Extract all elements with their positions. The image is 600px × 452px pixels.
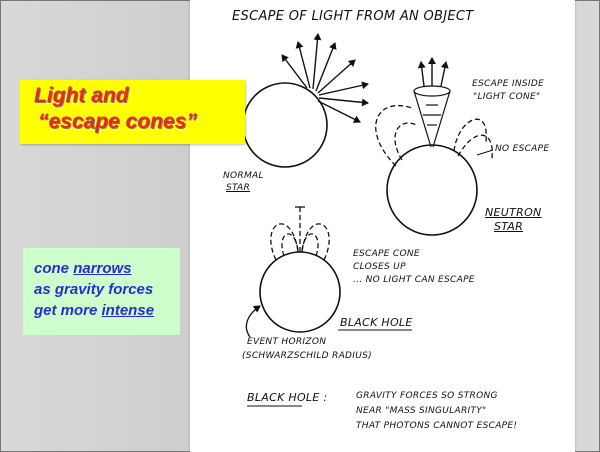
bh-summary-line-2: NEAR "MASS SINGULARITY" [356, 407, 487, 416]
note-line-2: as gravity forces [34, 281, 153, 298]
escape-cone-label-2: CLOSES UP [353, 263, 406, 272]
normal-star-rays [282, 34, 368, 122]
normal-star-label-1: NORMAL [223, 172, 264, 181]
normal-star-circle [243, 83, 327, 167]
no-escape-pointer [477, 150, 493, 155]
bh-summary-line-1: GRAVITY FORCES SO STRONG [356, 392, 498, 401]
note-line-1-pre: cone [34, 260, 73, 277]
title-line-2: “escape cones” [38, 110, 197, 134]
note-line-1: cone narrows [34, 260, 132, 277]
event-horizon-label-1: EVENT HORIZON [247, 338, 326, 347]
sketch-title: ESCAPE OF LIGHT FROM AN OBJECT [232, 10, 474, 24]
escape-cone-label-1: ESCAPE CONE [353, 250, 420, 259]
note-line-3-pre: get more [34, 302, 102, 319]
black-hole-circle [260, 252, 340, 332]
escape-cone-label-3: ... NO LIGHT CAN ESCAPE [353, 276, 475, 285]
neutron-star-rays [421, 58, 446, 86]
sketch-sheet: ESCAPE OF LIGHT FROM AN OBJECT NORMAL ST… [190, 0, 575, 452]
neutron-star-label-1: NEUTRON [485, 207, 542, 219]
note-line-1-underlined: narrows [73, 260, 131, 277]
note-line-3: get more intense [34, 302, 154, 319]
escape-inside-label-1: ESCAPE INSIDE [472, 80, 544, 89]
note-line-3-underlined: intense [102, 302, 155, 319]
neutron-star-label-2: STAR [494, 221, 523, 233]
no-escape-label: NO ESCAPE [495, 145, 549, 154]
event-horizon-arrow [246, 306, 260, 337]
light-cone [414, 86, 450, 147]
escape-inside-label-2: "LIGHT CONE" [473, 93, 540, 102]
title-line-1: Light and [34, 84, 128, 108]
bh-summary-label: BLACK HOLE : [247, 392, 327, 404]
event-horizon-label-2: (SCHWARZSCHILD RADIUS) [242, 352, 372, 361]
black-hole-label: BLACK HOLE [340, 317, 413, 329]
normal-star-label-2: STAR [226, 184, 250, 193]
bh-summary-line-3: THAT PHOTONS CANNOT ESCAPE! [356, 422, 517, 431]
